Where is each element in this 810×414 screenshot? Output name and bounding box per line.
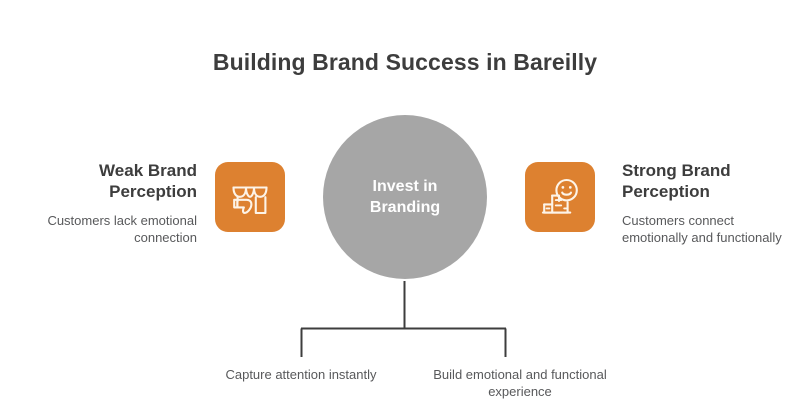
center-label-line-1: Invest in [372,178,438,195]
page-title: Building Brand Success in Bareilly [212,49,598,75]
invest-in-branding-label: Invest in Branding [345,176,465,218]
strong-heading-line-1: Strong Brand [622,161,731,180]
strong-brand-perception-body: Customers connect emotionally and functi… [622,213,782,245]
weak-brand-perception-block: Weak Brand Perception Customers lack emo… [22,160,197,246]
weak-heading-line-1: Weak Brand [99,161,197,180]
weak-brand-perception-body: Customers lack emotional connection [47,213,197,245]
smiley-building-icon [537,174,583,220]
weak-brand-perception-heading: Weak Brand Perception [22,160,197,202]
storefront-thumbs-down-icon [227,174,273,220]
strong-brand-icon-tile [525,162,595,232]
strong-heading-line-2: Perception [622,182,710,201]
center-label-line-2: Branding [369,199,441,216]
weak-heading-line-2: Perception [109,182,197,201]
strong-brand-perception-block: Strong Brand Perception Customers connec… [622,160,797,246]
strong-brand-perception-heading: Strong Brand Perception [622,160,797,202]
outcome-label-build-experience: Build emotional and functional experienc… [433,367,607,399]
weak-brand-icon-tile [215,162,285,232]
invest-in-branding-node: Invest in Branding [323,115,487,279]
outcome-label-capture-attention: Capture attention instantly [225,367,377,382]
